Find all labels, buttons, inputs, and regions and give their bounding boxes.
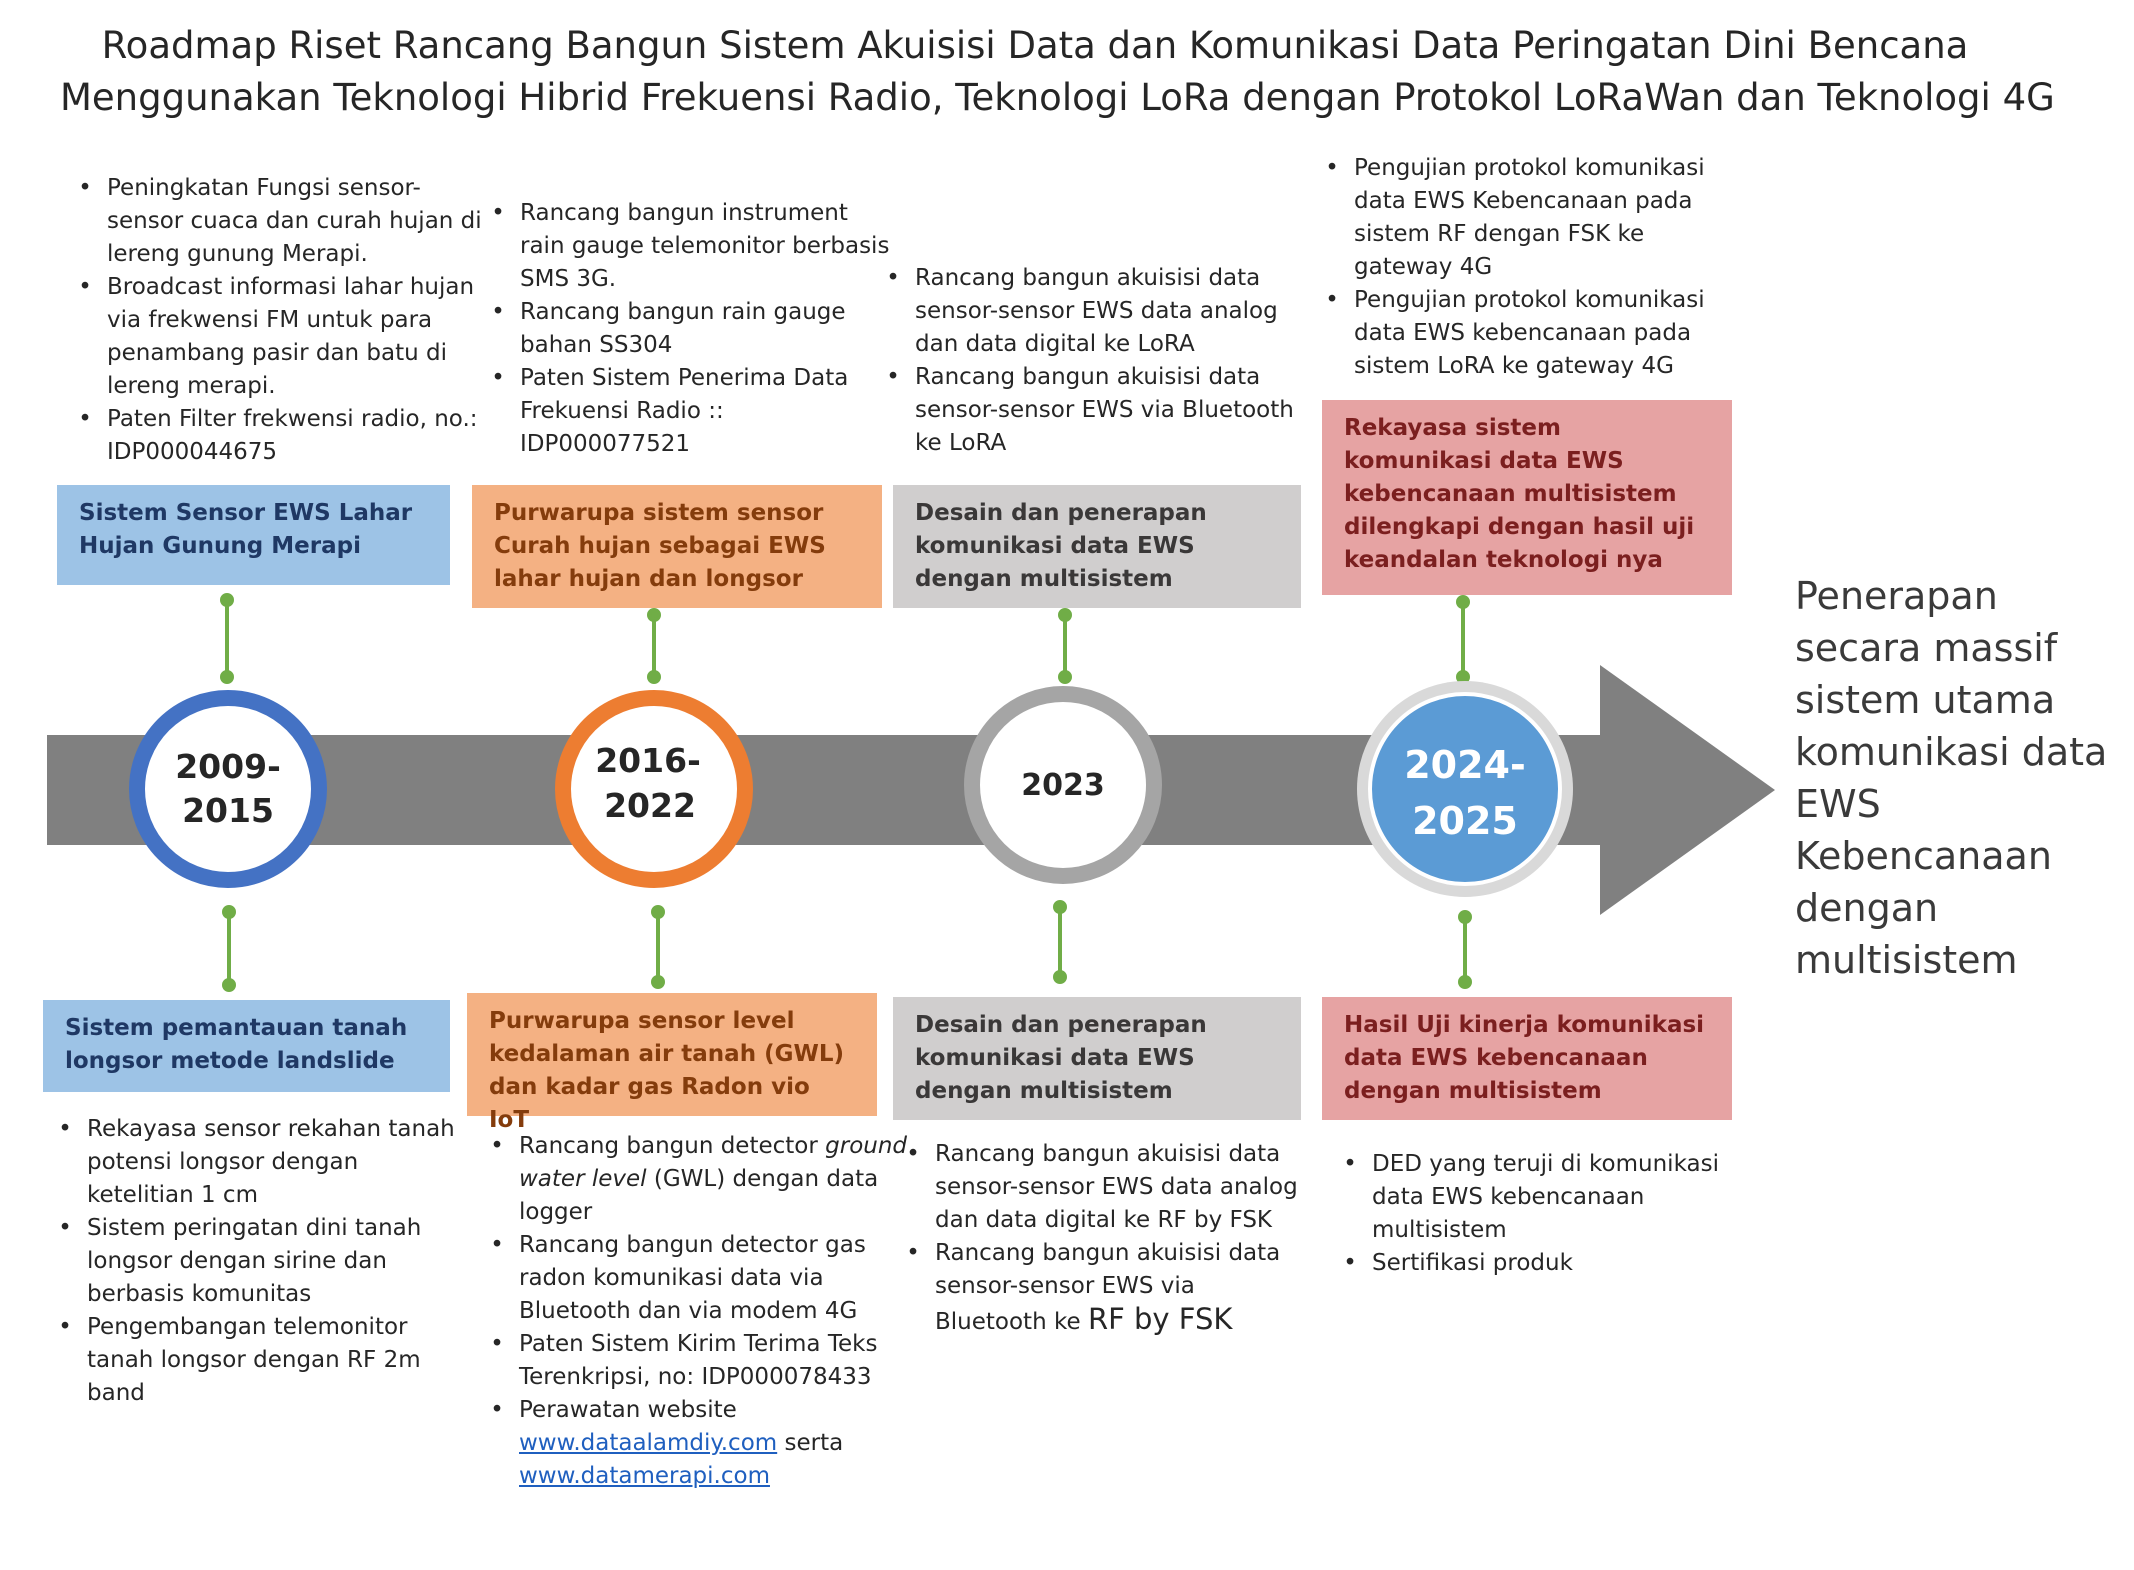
list-item: Rekayasa sensor rekahan tanah potensi lo… xyxy=(55,1113,467,1212)
list-item: Broadcast informasi lahar hujan via frek… xyxy=(75,271,482,403)
title-line-2: Menggunakan Teknologi Hibrid Frekuensi R… xyxy=(60,76,2055,119)
list-item: Paten Filter frekwensi radio, no.: IDP00… xyxy=(75,403,482,469)
title-line-1: Roadmap Riset Rancang Bangun Sistem Akui… xyxy=(101,24,1969,67)
rf-fsk-text: RF by FSK xyxy=(1087,1302,1233,1336)
list-item: Pengujian protokol komunikasi data EWS K… xyxy=(1322,152,1744,284)
year-2023: 2023 xyxy=(1021,768,1105,803)
bluetooth-text: Rancang bangun akuisisi data sensor-sens… xyxy=(935,1240,1281,1335)
milestone-1-top-box: Sistem Sensor EWS Lahar Hujan Gunung Mer… xyxy=(57,485,450,585)
gwl-text-post: (GWL) dengan data logger xyxy=(519,1166,879,1225)
milestone-1-top-list: Peningkatan Fungsi sensor-sensor cuaca d… xyxy=(75,172,482,469)
milestone-4-bottom-box: Hasil Uji kinerja komunikasi data EWS ke… xyxy=(1322,997,1732,1120)
list-item: Rancang bangun detector gas radon komuni… xyxy=(487,1229,909,1328)
list-item: Rancang bangun akuisisi data sensor-sens… xyxy=(883,262,1310,361)
list-item: Pengembangan telemonitor tanah longsor d… xyxy=(55,1311,467,1410)
list-item: Rancang bangun akuisisi data sensor-sens… xyxy=(903,1237,1310,1339)
year-2024-line1: 2024- xyxy=(1404,743,1526,787)
milestone-circle-2024 xyxy=(1368,692,1562,886)
list-item: Paten Sistem Kirim Terima Teks Terenkrip… xyxy=(487,1328,909,1394)
list-item: DED yang teruji di komunikasi data EWS k… xyxy=(1340,1148,1752,1247)
milestone-3-top-box: Desain dan penerapan komunikasi data EWS… xyxy=(893,485,1301,608)
list-item: Rancang bangun akuisisi data sensor-sens… xyxy=(883,361,1310,460)
year-2009-line1: 2009- xyxy=(175,747,281,786)
gwl-text-italic: ground water level xyxy=(519,1133,908,1192)
year-2016-line1: 2016- xyxy=(595,741,701,780)
milestone-circle-2023 xyxy=(964,686,1162,884)
page-title: Roadmap Riset Rancang Bangun Sistem Akui… xyxy=(60,20,2055,124)
link-dataalamdiy[interactable]: www.dataalamdiy.com xyxy=(519,1430,778,1456)
link-datamerapi[interactable]: www.datamerapi.com xyxy=(519,1463,770,1489)
list-item: Peningkatan Fungsi sensor-sensor cuaca d… xyxy=(75,172,482,271)
milestone-3-bottom-box: Desain dan penerapan komunikasi data EWS… xyxy=(893,997,1301,1120)
list-item: Rancang bangun akuisisi data sensor-sens… xyxy=(903,1138,1310,1237)
connectors xyxy=(220,593,1472,992)
year-2024-line2: 2025 xyxy=(1412,799,1518,843)
milestone-4-top-list: Pengujian protokol komunikasi data EWS K… xyxy=(1322,152,1744,383)
milestone-4-top-box: Rekayasa sistem komunikasi data EWS kebe… xyxy=(1322,400,1732,595)
year-2016-line2: 2022 xyxy=(604,786,696,825)
list-item: Rancang bangun detector ground water lev… xyxy=(487,1130,909,1229)
gwl-text-pre: Rancang bangun detector xyxy=(519,1133,818,1159)
milestone-circle-2016 xyxy=(555,690,753,888)
milestone-1-bottom-box: Sistem pemantauan tanah longsor metode l… xyxy=(43,1000,450,1092)
milestone-2-bottom-list: Rancang bangun detector ground water lev… xyxy=(487,1130,909,1493)
milestone-2-top-box: Purwarupa sistem sensor Curah hujan seba… xyxy=(472,485,882,608)
list-item: Sertifikasi produk xyxy=(1340,1247,1752,1280)
list-item: Paten Sistem Penerima Data Frekuensi Rad… xyxy=(488,362,890,461)
website-text-pre: Perawatan website xyxy=(519,1397,737,1423)
year-2009-line2: 2015 xyxy=(182,791,274,830)
list-item: Rancang bangun rain gauge bahan SS304 xyxy=(488,296,890,362)
website-text-mid: serta xyxy=(784,1430,844,1456)
list-item: Perawatan website www.dataalamdiy.com ser… xyxy=(487,1394,909,1493)
milestone-1-bottom-list: Rekayasa sensor rekahan tanah potensi lo… xyxy=(55,1113,467,1410)
list-item: Rancang bangun instrument rain gauge tel… xyxy=(488,197,890,296)
list-item: Pengujian protokol komunikasi data EWS k… xyxy=(1322,284,1744,383)
milestone-4-bottom-list: DED yang teruji di komunikasi data EWS k… xyxy=(1340,1148,1752,1280)
timeline-arrowhead xyxy=(1600,665,1775,915)
milestone-circle-2009 xyxy=(129,690,327,888)
list-item: Sistem peringatan dini tanah longsor den… xyxy=(55,1212,467,1311)
milestone-3-bottom-list: Rancang bangun akuisisi data sensor-sens… xyxy=(903,1138,1310,1339)
final-goal-text: Penerapan secara massif sistem utama kom… xyxy=(1795,574,2108,982)
milestone-2-bottom-box: Purwarupa sensor level kedalaman air tan… xyxy=(467,993,877,1133)
milestone-3-top-list: Rancang bangun akuisisi data sensor-sens… xyxy=(883,262,1310,460)
milestone-2-top-list: Rancang bangun instrument rain gauge tel… xyxy=(488,197,890,461)
